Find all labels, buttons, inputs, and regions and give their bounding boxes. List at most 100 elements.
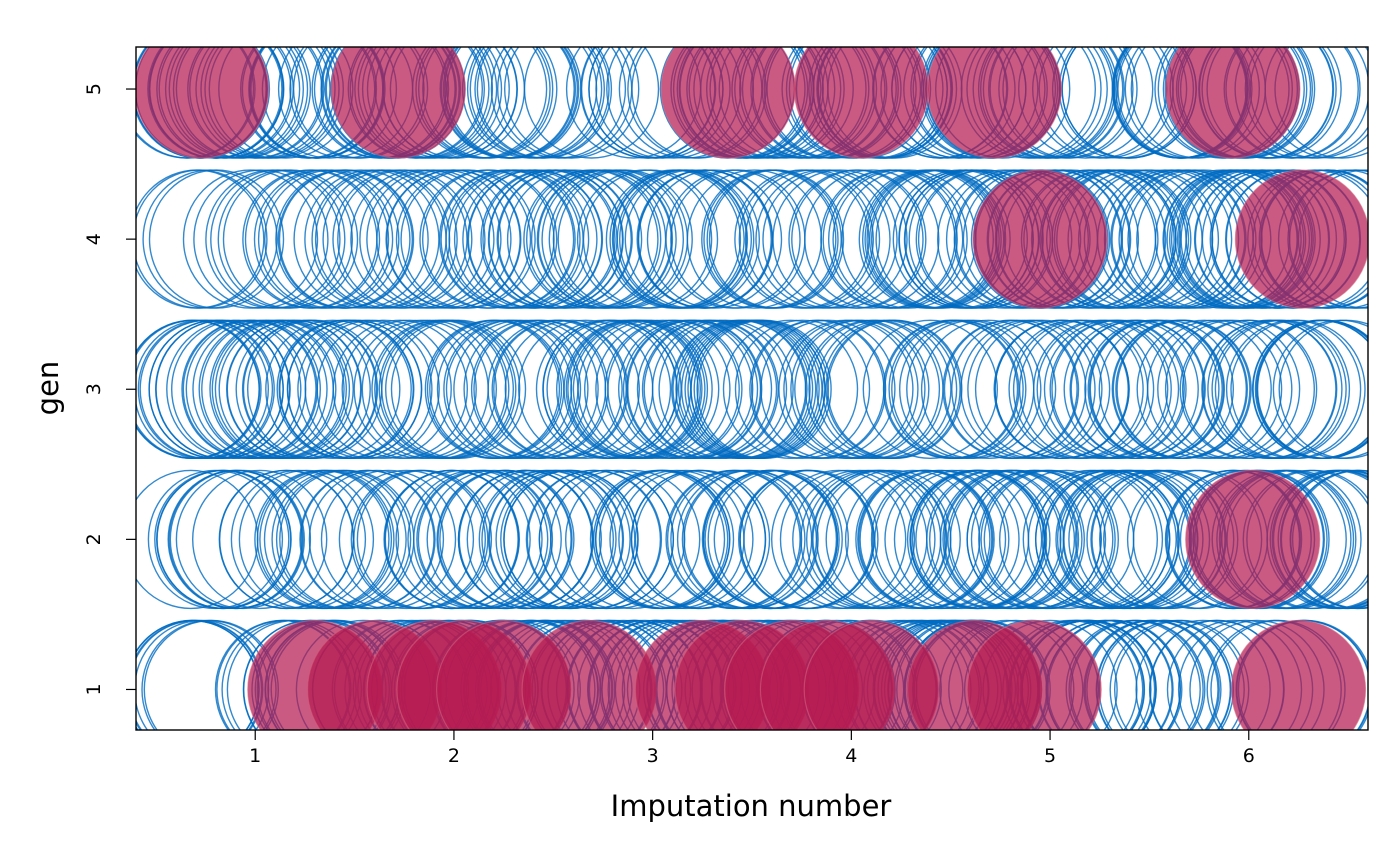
observed-point: [804, 169, 940, 309]
observed-point: [947, 469, 1083, 610]
observed-point: [572, 319, 709, 459]
observed-point: [445, 169, 581, 309]
observed-point: [238, 469, 375, 610]
observed-point: [136, 319, 260, 459]
observed-point: [1068, 469, 1204, 610]
x-tick-label: 5: [1044, 745, 1056, 767]
observed-point: [136, 619, 263, 730]
observed-point: [722, 319, 859, 459]
observed-point: [1051, 319, 1187, 459]
observed-point: [970, 469, 1107, 610]
observed-point: [193, 169, 329, 309]
observed-point: [192, 469, 328, 610]
observed-point: [792, 469, 928, 610]
observed-point: [235, 319, 371, 459]
observed-point: [1098, 319, 1235, 459]
observed-point: [884, 469, 1020, 610]
observed-point: [1098, 619, 1234, 730]
x-tick-label: 2: [448, 745, 460, 767]
observed-point: [214, 319, 351, 459]
observed-point: [1164, 319, 1301, 459]
observed-point: [166, 319, 302, 459]
imputed-point: [926, 47, 1062, 159]
observed-point: [1018, 319, 1155, 459]
observed-point: [156, 469, 292, 610]
observed-point: [518, 319, 654, 459]
observed-point: [136, 469, 259, 610]
observed-point: [943, 319, 1080, 459]
observed-point: [874, 469, 1010, 610]
observed-point: [1008, 319, 1144, 459]
observed-point: [672, 319, 808, 459]
x-tick-label: 1: [249, 745, 261, 767]
observed-point: [820, 169, 956, 309]
observed-point: [825, 469, 961, 610]
observed-point: [226, 319, 362, 459]
observed-point: [443, 319, 579, 459]
observed-point: [476, 47, 613, 159]
observed-point: [253, 169, 390, 309]
observed-point: [338, 469, 475, 610]
imputed-point: [660, 47, 796, 159]
observed-point: [749, 319, 885, 459]
imputed-point: [966, 619, 1102, 730]
x-tick-label: 3: [647, 745, 659, 767]
observed-point: [136, 619, 260, 730]
observed-point: [264, 169, 400, 309]
observed-point: [314, 169, 451, 309]
observed-point: [1111, 319, 1248, 459]
observed-point: [1136, 319, 1272, 459]
observed-point: [906, 319, 1042, 459]
observed-point: [630, 469, 766, 610]
observed-point: [350, 469, 486, 610]
observed-point: [504, 47, 640, 159]
observed-point: [275, 469, 412, 610]
observed-point: [541, 169, 677, 309]
observed-point: [395, 469, 531, 610]
observed-point: [743, 469, 879, 610]
observed-point: [493, 319, 629, 459]
observed-point: [552, 169, 689, 309]
observed-point: [277, 169, 413, 309]
observed-point: [762, 169, 898, 309]
observed-point: [983, 469, 1120, 610]
observed-point: [467, 169, 603, 309]
observed-point: [636, 169, 772, 309]
observed-point: [619, 169, 755, 309]
observed-point: [670, 469, 806, 610]
observed-point: [929, 469, 1065, 610]
observed-point: [755, 169, 891, 309]
observed-point: [920, 319, 1057, 459]
observed-point: [595, 469, 731, 610]
observed-point: [457, 469, 594, 610]
plot-frame: [135, 46, 1369, 731]
observed-point: [481, 469, 617, 610]
observed-point: [658, 319, 794, 459]
observed-point: [154, 319, 291, 459]
y-tick-label: 3: [83, 383, 105, 395]
observed-point: [217, 169, 353, 309]
observed-point: [565, 469, 701, 610]
y-axis-title: gen: [31, 361, 65, 416]
imputed-point: [1234, 169, 1368, 309]
observed-point: [201, 319, 337, 459]
observed-point: [400, 169, 536, 309]
observed-point: [844, 469, 981, 610]
observed-point: [148, 319, 284, 459]
y-tick-label: 1: [83, 683, 105, 695]
observed-point: [384, 469, 520, 610]
observed-point: [504, 319, 640, 459]
observed-point: [618, 469, 754, 610]
observed-point: [855, 469, 991, 610]
observed-point: [426, 469, 562, 610]
observed-point: [299, 469, 435, 610]
observed-point: [771, 469, 907, 610]
observed-point: [703, 169, 839, 309]
observed-point: [1022, 469, 1159, 610]
observed-point: [320, 469, 457, 610]
observed-point: [1256, 319, 1368, 459]
observed-point: [625, 319, 762, 459]
observed-point: [210, 169, 346, 309]
